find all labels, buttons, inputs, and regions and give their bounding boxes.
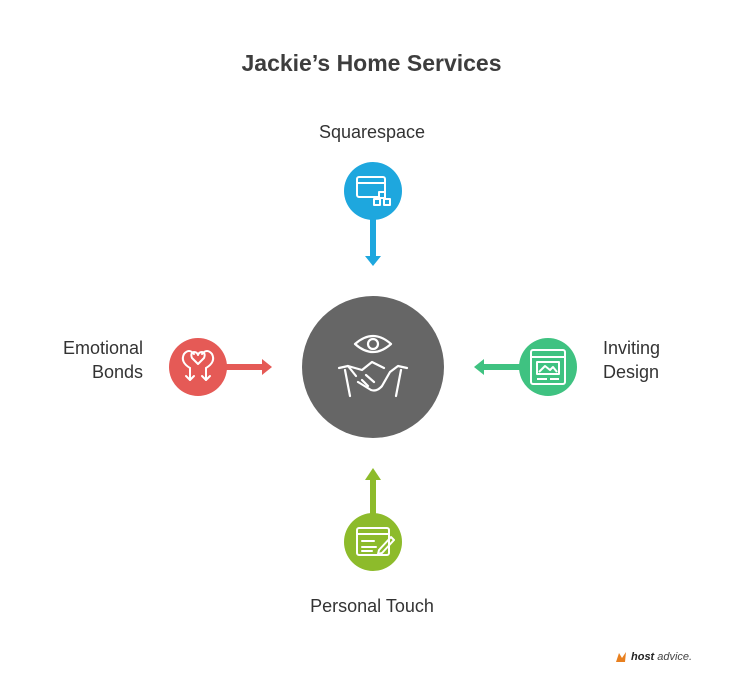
arrow-left: [222, 359, 272, 375]
label-personal-touch: Personal Touch: [310, 596, 434, 616]
label-inviting-design-line1: Inviting: [603, 338, 661, 358]
hearts-icon: [181, 350, 215, 381]
logo-text-host: host: [631, 651, 655, 663]
node-squarespace: [344, 162, 402, 220]
label-squarespace: Squarespace: [318, 122, 426, 142]
node-emotional-bonds: [169, 338, 227, 396]
label-emotional-bonds-line1: Emotional: [62, 338, 143, 358]
arrow-top: [365, 213, 381, 266]
label-inviting-design-line2: Design: [603, 362, 660, 382]
logo-text-advice: advice.: [657, 651, 693, 663]
label-emotional-bonds-line2: Bonds: [91, 362, 143, 382]
logo-mark-icon: [616, 652, 626, 662]
pen-window-icon: [356, 527, 395, 556]
center-node: [302, 296, 444, 438]
node-inviting-design: [519, 338, 577, 396]
label-emotional-bonds: Emotional Bonds: [20, 336, 143, 384]
eye-handshake-icon: [337, 334, 409, 398]
diagram-title: Jackie’s Home Services: [241, 50, 502, 76]
arrow-right: [474, 359, 524, 375]
window-blocks-icon: [356, 176, 391, 206]
node-personal-touch: [344, 513, 402, 571]
web-layout-icon: [530, 349, 566, 385]
arrow-bottom: [365, 468, 381, 518]
label-inviting-design: Inviting Design: [603, 336, 723, 384]
